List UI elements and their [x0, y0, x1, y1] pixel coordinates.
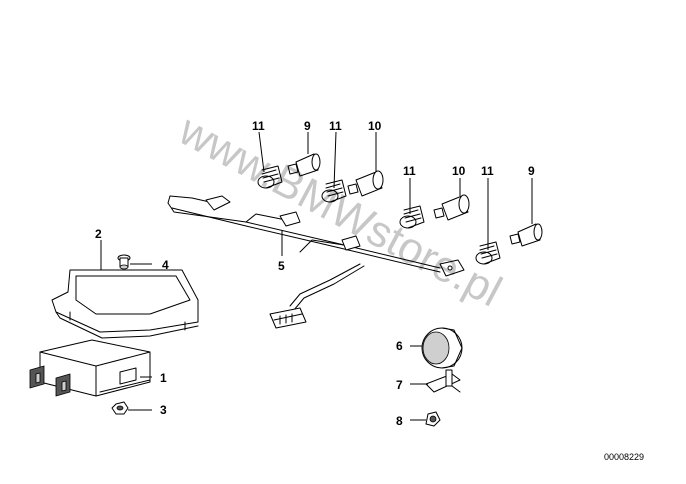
part-4-screw — [117, 254, 131, 270]
part-6-sensor-unit — [421, 327, 463, 369]
callout-4: 4 — [162, 258, 169, 272]
callout-6: 6 — [396, 339, 403, 353]
part-11a-bulb-holder — [257, 165, 283, 189]
callout-11d: 11 — [481, 164, 494, 178]
callout-11c: 11 — [403, 164, 416, 178]
part-7-holder — [425, 369, 461, 393]
callout-2: 2 — [95, 227, 102, 241]
part-5-wiring-harness — [167, 195, 465, 329]
part-2-bracket — [51, 269, 199, 339]
part-9b-lamp-socket — [509, 223, 543, 247]
callout-1: 1 — [160, 371, 167, 385]
callout-5: 5 — [278, 259, 285, 273]
part-10a-lamp-socket — [347, 170, 384, 197]
callout-11b: 11 — [329, 119, 342, 133]
callout-9a: 9 — [304, 119, 311, 133]
part-9a-lamp-socket — [287, 153, 321, 177]
callout-11a: 11 — [252, 119, 265, 133]
part-3-nut — [111, 401, 129, 415]
callout-8: 8 — [396, 414, 403, 428]
part-1-control-unit — [29, 339, 151, 397]
callout-7: 7 — [396, 378, 403, 392]
part-11c-bulb-holder — [399, 205, 425, 229]
callout-labels: 2 4 1 3 5 11 9 11 10 11 10 11 9 6 7 8 — [95, 119, 535, 428]
part-8-grommet — [425, 411, 441, 427]
callout-3: 3 — [160, 403, 167, 417]
callout-10b: 10 — [452, 164, 466, 178]
part-10b-lamp-socket — [433, 194, 470, 221]
leader-lines — [100, 131, 533, 421]
callout-9b: 9 — [528, 164, 535, 178]
drawing-number: 00008229 — [604, 452, 644, 462]
callout-10a: 10 — [368, 119, 382, 133]
